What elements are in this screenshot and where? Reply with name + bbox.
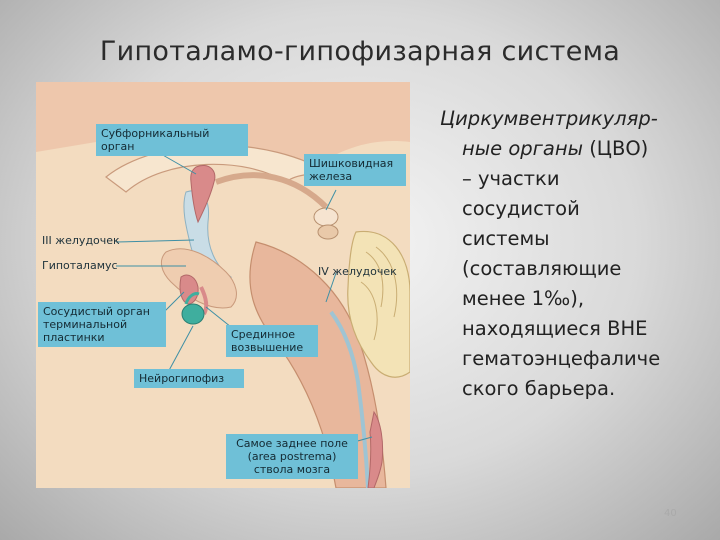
pineal-base	[318, 225, 338, 239]
text-line-1: Циркумвентрикуляр-	[440, 104, 710, 134]
label-fourth-ventricle: IV желудочек	[318, 265, 408, 278]
text-line-7: менее 1‰),	[440, 284, 710, 314]
text-line-3: – участки	[440, 164, 710, 194]
pineal-shape	[314, 208, 338, 226]
slide-title: Гипоталамо-гипофизарная система	[0, 36, 720, 67]
description-text: Циркумвентрикуляр- ные органы (ЦВО) – уч…	[440, 104, 710, 404]
label-vascular-organ: Сосудистый орган терминальной пластинки	[38, 302, 166, 347]
label-hypothalamus: Гипоталамус	[42, 259, 162, 272]
label-third-ventricle: III желудочек	[42, 234, 162, 247]
page-number: 40	[664, 508, 677, 519]
text-line-5: системы	[440, 224, 710, 254]
label-median-eminence: Срединное возвышение	[226, 325, 318, 357]
text-line-2-italic: ные органы	[462, 137, 583, 160]
label-area-postrema: Самое заднее поле (area postrema) ствола…	[226, 434, 358, 479]
brain-diagram: Субфорникальный орган Шишковидная железа…	[36, 82, 410, 488]
text-line-10: ского барьера.	[440, 374, 710, 404]
text-line-6: (составляющие	[440, 254, 710, 284]
text-line-4: сосудистой	[440, 194, 710, 224]
text-line-8: находящиеся ВНЕ	[440, 314, 710, 344]
text-line-2: ные органы (ЦВО)	[440, 134, 710, 164]
label-neurohypophysis: Нейрогипофиз	[134, 369, 244, 388]
text-line-9: гематоэнцефаличе	[440, 344, 710, 374]
neurohypophysis-shape	[182, 304, 204, 324]
label-pineal-gland: Шишковидная железа	[304, 154, 406, 186]
text-line-2-rest: (ЦВО)	[583, 137, 648, 160]
label-subfornical-organ: Субфорникальный орган	[96, 124, 248, 156]
